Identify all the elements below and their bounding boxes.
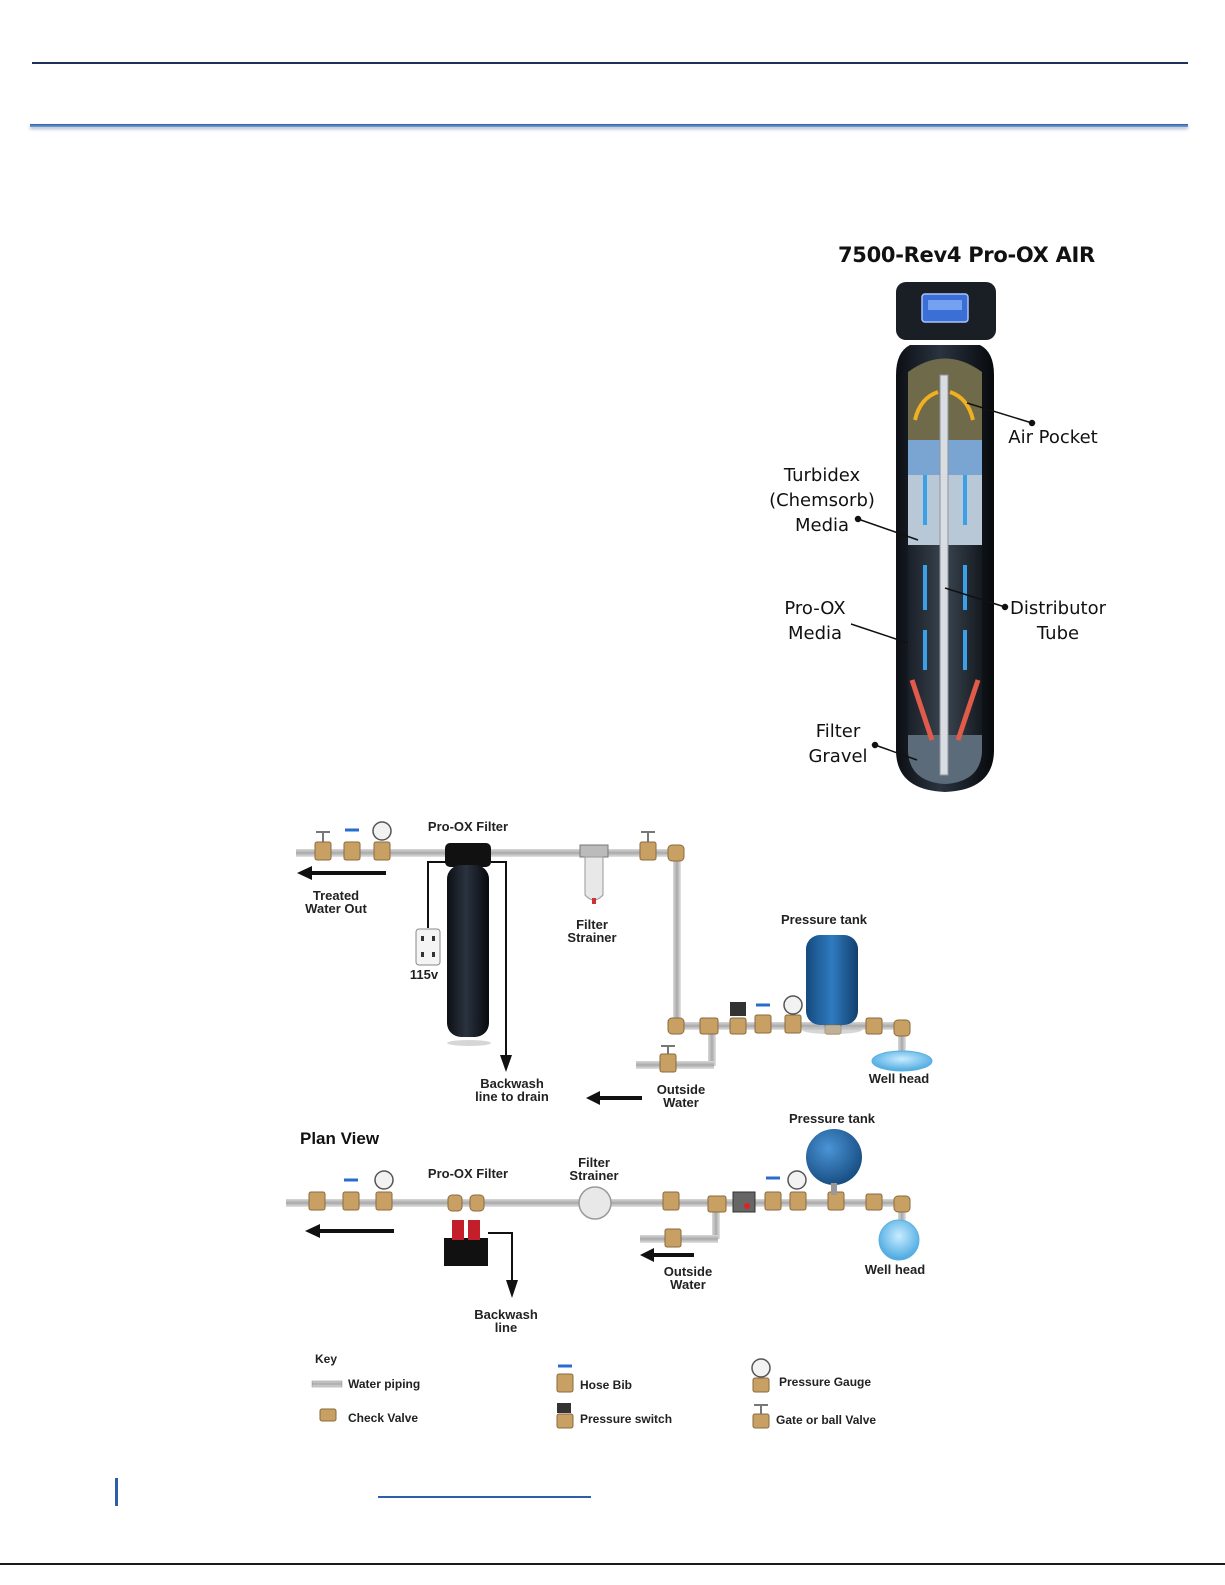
plan-backwash-label: Backwash line	[466, 1308, 546, 1334]
key-pressure-gauge: Pressure Gauge	[779, 1375, 872, 1389]
footer-accent-bar	[115, 1478, 118, 1506]
key-icons	[311, 1358, 771, 1429]
side-view-diagram	[296, 821, 933, 1105]
plan-outside-line-1: Outside	[663, 1264, 713, 1279]
distributor-tube-label: Distributor Tube	[1006, 596, 1110, 646]
turbidex-line-1: Turbidex	[783, 465, 861, 486]
footer-link-underline[interactable]	[378, 1496, 591, 1498]
gravel-line-1: Filter	[815, 721, 861, 742]
turbidex-line-3: Media	[794, 515, 850, 536]
air-pocket-text: Air Pocket	[1008, 427, 1098, 448]
plan-outside-water-label: Outside Water	[655, 1265, 721, 1291]
outlet-115v	[415, 928, 441, 966]
gravel-line-2: Gravel	[808, 746, 868, 767]
plan-well-head	[878, 1219, 920, 1261]
key-check-valve: Check Valve	[348, 1411, 419, 1425]
side-pressure-tank-label: Pressure tank	[781, 912, 867, 927]
plan-view-title: Plan View	[300, 1129, 380, 1148]
plan-outside-line-2: Water	[670, 1277, 706, 1292]
treated-line-1: Treated	[312, 888, 360, 903]
unit-title: 7500-Rev4 Pro-OX AIR	[838, 243, 1095, 267]
filter-gravel-label: Filter Gravel	[798, 719, 878, 769]
strainer-line-1: Filter	[576, 917, 608, 932]
plan-strainer-line-2: Strainer	[569, 1168, 619, 1183]
key-pressure-switch: Pressure switch	[580, 1412, 673, 1426]
outside-line-1: Outside	[656, 1082, 706, 1097]
plan-view-diagram	[286, 1129, 920, 1298]
side-strainer-label: Filter Strainer	[562, 918, 622, 944]
footer-rule	[0, 1563, 1225, 1565]
header-accent-rule	[30, 124, 1188, 127]
side-outside-water-label: Outside Water	[648, 1083, 714, 1109]
plan-backwash-line-1: Backwash	[474, 1307, 538, 1322]
plan-pressure-tank-label: Pressure tank	[789, 1111, 875, 1126]
outlet-label: 115v	[409, 967, 439, 982]
pro-ox-filter-tank	[447, 865, 489, 1037]
plan-strainer-label: Filter Strainer	[564, 1156, 624, 1182]
plan-strainer-line-1: Filter	[578, 1155, 610, 1170]
key-gate-valve: Gate or ball Valve	[776, 1413, 877, 1427]
side-backwash-label: Backwash line to drain	[464, 1077, 560, 1103]
pro-ox-line-2: Media	[787, 623, 843, 644]
distributor-line-1: Distributor	[1009, 598, 1106, 619]
outside-line-2: Water	[663, 1095, 699, 1110]
treated-line-2: Water Out	[305, 901, 367, 916]
plan-filter-label: Pro-OX Filter	[427, 1166, 509, 1181]
pressure-tank	[806, 935, 858, 1025]
distributor-line-2: Tube	[1036, 623, 1080, 644]
backwash-line-2: line to drain	[475, 1089, 549, 1104]
pro-ox-media-label: Pro-OX Media	[774, 596, 856, 646]
key-title: Key	[315, 1352, 338, 1366]
pressure-switch	[730, 1002, 746, 1016]
plan-backwash-line-2: line	[494, 1320, 518, 1335]
treated-water-label: Treated Water Out	[298, 889, 374, 915]
header-rule	[32, 62, 1188, 64]
turbidex-line-2: (Chemsorb)	[769, 490, 875, 511]
plan-filter-head	[444, 1238, 488, 1266]
distributor-tube	[939, 374, 949, 776]
side-filter-label: Pro-OX Filter	[427, 819, 509, 834]
cutaway-tank	[850, 282, 1036, 792]
plan-strainer	[578, 1186, 612, 1220]
key-water-piping: Water piping	[348, 1377, 421, 1391]
pro-ox-line-1: Pro-OX	[784, 598, 846, 619]
turbidex-label: Turbidex (Chemsorb) Media	[764, 463, 880, 538]
side-well-head-label: Well head	[868, 1071, 930, 1086]
strainer-line-2: Strainer	[567, 930, 617, 945]
well-head	[871, 1050, 933, 1072]
plan-pressure-tank	[806, 1129, 862, 1185]
air-pocket-label: Air Pocket	[1003, 425, 1103, 450]
key-hose-bib: Hose Bib	[580, 1378, 633, 1392]
plan-well-head-label: Well head	[864, 1262, 926, 1277]
backwash-line-1: Backwash	[480, 1076, 544, 1091]
